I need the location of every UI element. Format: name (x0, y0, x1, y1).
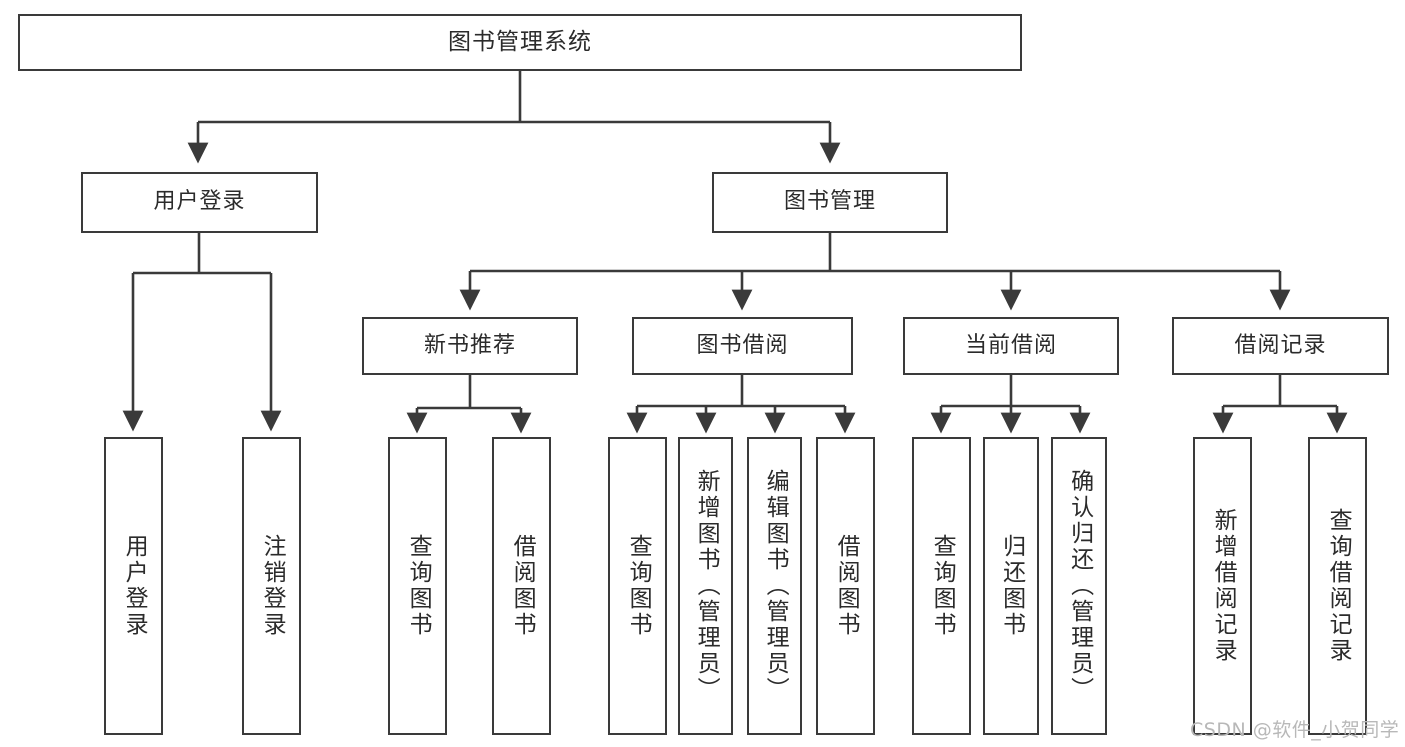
leaf-query-book-recommend-label: 查询图书 (405, 534, 432, 638)
leaf-query-book-recommend[interactable]: 查询图书 (388, 437, 447, 735)
root-node[interactable]: 图书管理系统 (18, 14, 1022, 71)
leaf-logout-label: 注销登录 (259, 534, 286, 638)
leaf-logout[interactable]: 注销登录 (242, 437, 301, 735)
csdn-watermark: CSDN @软件_小贺同学 (1190, 719, 1400, 741)
leaf-return-book-label: 归还图书 (998, 534, 1025, 638)
leaf-confirm-return-admin-label: 确认归还（管理员） (1066, 469, 1093, 703)
node-user-login-label: 用户登录 (153, 189, 246, 215)
leaf-query-book-current[interactable]: 查询图书 (912, 437, 971, 735)
leaf-add-book-admin[interactable]: 新增图书（管理员） (678, 437, 733, 735)
leaf-user-login[interactable]: 用户登录 (104, 437, 163, 735)
node-new-book-recommend[interactable]: 新书推荐 (362, 317, 578, 375)
leaf-add-borrow-record[interactable]: 新增借阅记录 (1193, 437, 1252, 735)
leaf-edit-book-admin-label: 编辑图书（管理员） (762, 469, 789, 703)
leaf-edit-book-admin[interactable]: 编辑图书（管理员） (747, 437, 802, 735)
leaf-borrow-book-recommend[interactable]: 借阅图书 (492, 437, 551, 735)
node-current-borrow-label: 当前借阅 (964, 332, 1057, 358)
leaf-add-borrow-record-label: 新增借阅记录 (1210, 508, 1237, 664)
node-current-borrow[interactable]: 当前借阅 (903, 317, 1119, 375)
node-book-management-label: 图书管理 (783, 189, 876, 215)
leaf-return-book[interactable]: 归还图书 (983, 437, 1039, 735)
root-node-label: 图书管理系统 (448, 28, 592, 55)
leaf-borrow-book[interactable]: 借阅图书 (816, 437, 875, 735)
node-user-login[interactable]: 用户登录 (81, 172, 318, 233)
leaf-query-borrow-record-label: 查询借阅记录 (1325, 508, 1352, 664)
leaf-query-book-borrow-label: 查询图书 (625, 534, 652, 638)
node-borrow-record-label: 借阅记录 (1234, 332, 1327, 358)
leaf-query-borrow-record[interactable]: 查询借阅记录 (1308, 437, 1367, 735)
leaf-borrow-book-label: 借阅图书 (833, 534, 860, 638)
leaf-confirm-return-admin[interactable]: 确认归还（管理员） (1051, 437, 1107, 735)
node-new-book-recommend-label: 新书推荐 (423, 332, 516, 358)
node-book-borrow-label: 图书借阅 (696, 332, 789, 358)
node-book-borrow[interactable]: 图书借阅 (632, 317, 853, 375)
leaf-query-book-current-label: 查询图书 (929, 534, 956, 638)
leaf-borrow-book-recommend-label: 借阅图书 (509, 534, 536, 638)
leaf-user-login-label: 用户登录 (121, 534, 148, 638)
node-borrow-record[interactable]: 借阅记录 (1172, 317, 1389, 375)
node-book-management[interactable]: 图书管理 (712, 172, 948, 233)
leaf-add-book-admin-label: 新增图书（管理员） (693, 469, 720, 703)
leaf-query-book-borrow[interactable]: 查询图书 (608, 437, 667, 735)
